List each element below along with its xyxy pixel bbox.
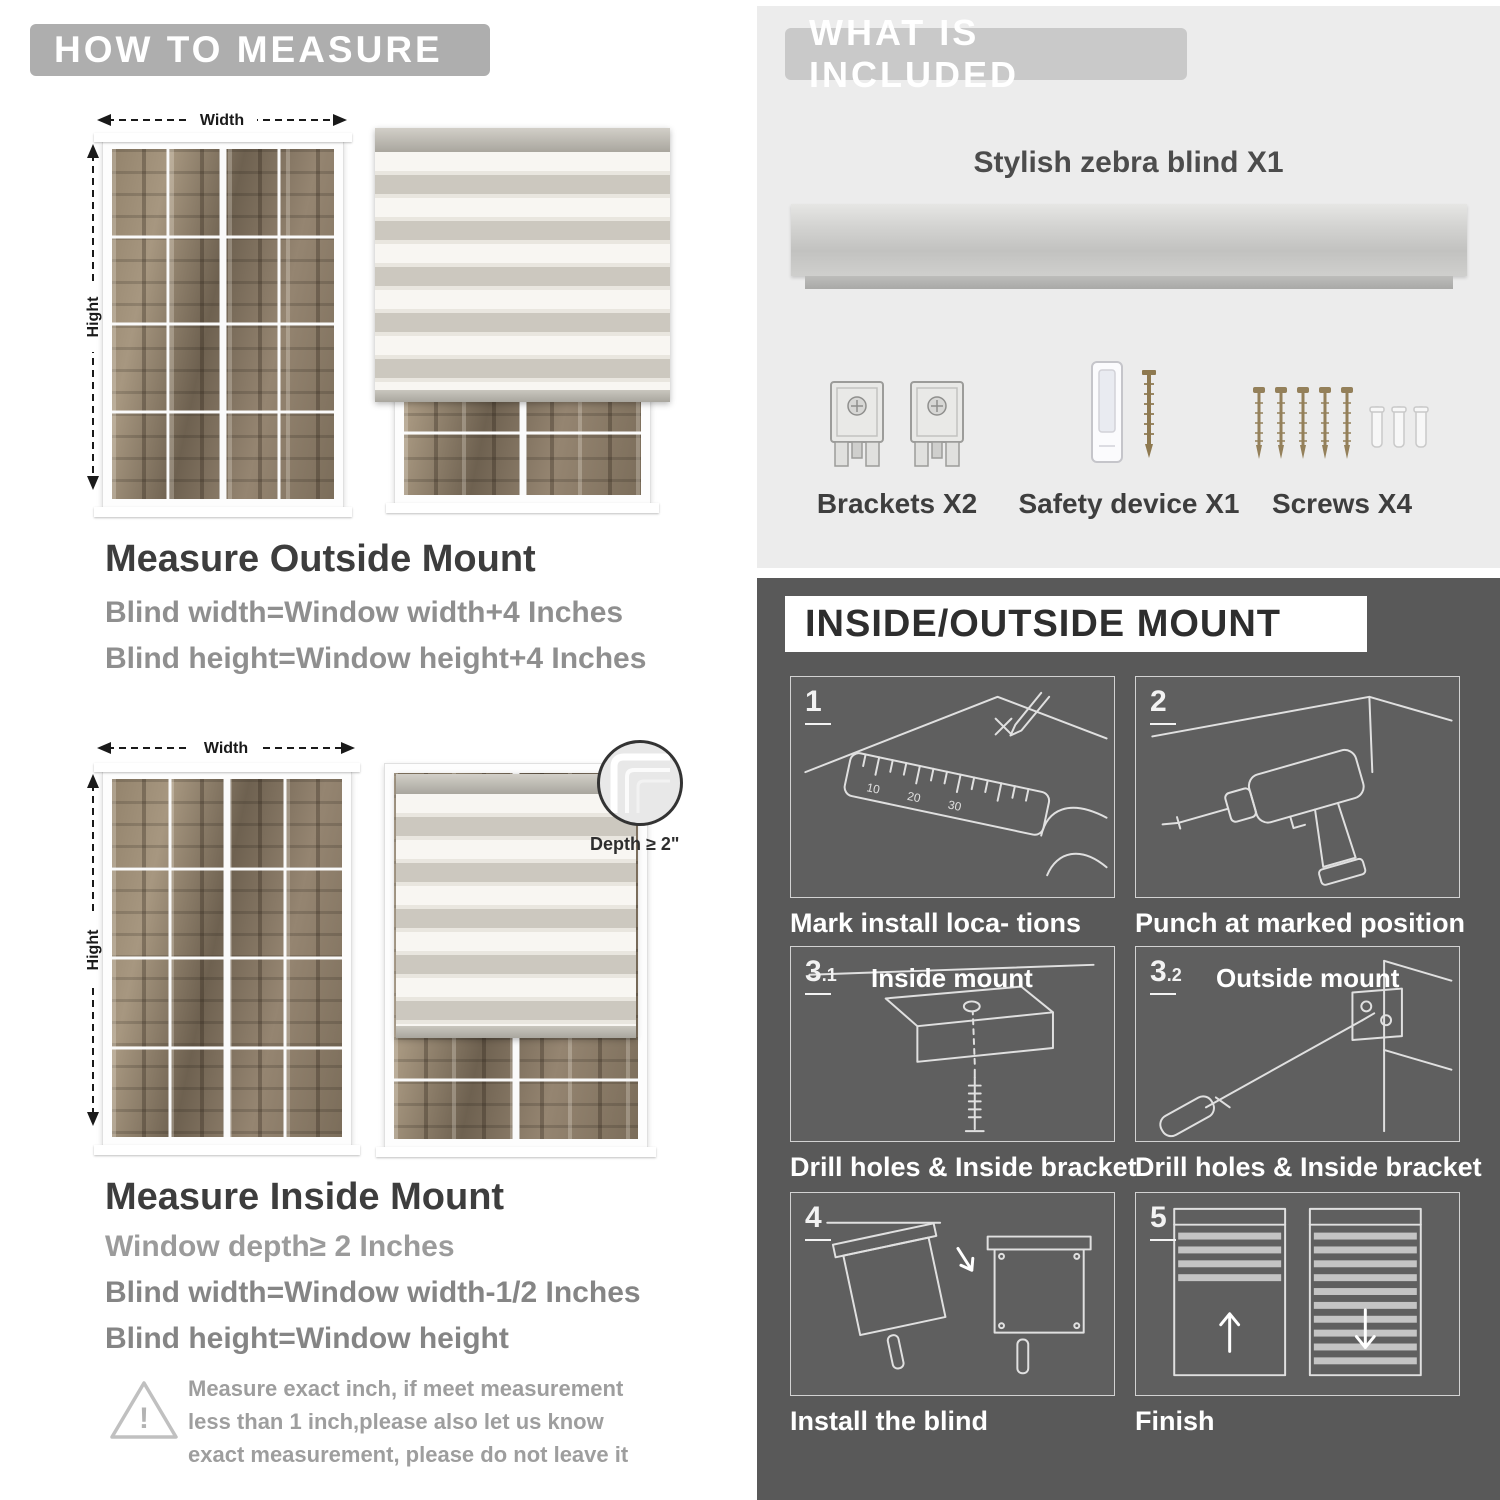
outside-mount-line: Blind height=Window height+4 Inches	[105, 642, 647, 675]
inside-mount-line: Window depth≥ 2 Inches	[105, 1230, 455, 1263]
outside-mount-line: Blind width=Window width+4 Inches	[105, 596, 624, 629]
blind-cassette	[396, 774, 636, 794]
svg-text:30: 30	[947, 798, 963, 815]
zebra-blind	[375, 128, 670, 402]
screws-item: Screws X4	[1237, 346, 1447, 520]
width-arrow-label: Width	[204, 740, 248, 757]
step-caption: Punch at marked position	[1135, 908, 1466, 938]
height-arrow: Hight	[82, 774, 104, 1126]
step-caption: Finish	[1135, 1406, 1215, 1436]
step-number: 5	[1150, 1201, 1167, 1234]
blind-fabric	[375, 152, 670, 390]
step-number: 3.1	[805, 955, 837, 988]
item-label: Safety device X1	[1018, 488, 1240, 519]
zebra-blind-illustration	[376, 764, 656, 1157]
warning-mark: !	[139, 1402, 149, 1435]
height-arrow: Hight	[82, 144, 104, 490]
width-arrow-label: Width	[200, 112, 244, 129]
step-cell-2: 2	[1135, 676, 1460, 898]
blind-bottom-rail	[375, 390, 670, 402]
headrail-illustration	[791, 204, 1467, 289]
blind-bottom-rail	[396, 1026, 636, 1038]
step-number: 3.2	[1150, 955, 1182, 988]
step-inline-label: Outside mount	[1216, 963, 1400, 993]
depth-label: Depth ≥ 2"	[590, 834, 680, 854]
inside-mount-figure: Width Hight	[82, 722, 705, 1162]
depth-detail-circle	[597, 740, 683, 826]
step-number: 4	[805, 1201, 822, 1234]
inside-mount-line: Blind height=Window height	[105, 1322, 509, 1355]
safety-device-item: Safety device X1	[1018, 346, 1240, 520]
zebra-blind-label: Stylish zebra blind X1	[973, 146, 1284, 179]
window-sill-bottom	[386, 503, 659, 513]
brackets-icon	[825, 346, 969, 474]
outside-bracket-illustration	[1136, 947, 1459, 1141]
how-to-measure-header: HOW TO MEASURE	[30, 24, 490, 76]
what-is-included-panel: WHAT IS INCLUDED Stylish zebra blind X1	[757, 6, 1500, 568]
height-arrow-label: Hight	[85, 929, 102, 971]
mount-instructions-panel: INSIDE/OUTSIDE MOUNT 1 10 20 30	[757, 578, 1500, 1500]
what-is-included-header: WHAT IS INCLUDED	[785, 12, 1187, 95]
width-arrow: Width	[97, 737, 355, 759]
outside-mount-figure: Width Hight	[82, 100, 705, 530]
brackets-item: Brackets X2	[797, 346, 997, 520]
window-sill-bottom	[94, 1145, 360, 1155]
step-cell-4: 4	[790, 1192, 1115, 1396]
outside-mount-title: Measure Outside Mount	[105, 538, 536, 580]
step-caption: Install the blind	[790, 1406, 989, 1436]
svg-text:10: 10	[865, 780, 881, 797]
step-caption: Drill holes & Inside bracket	[790, 1152, 1137, 1182]
step-number: 1	[805, 685, 822, 718]
svg-text:20: 20	[906, 789, 922, 806]
step-number: 2	[1150, 685, 1167, 718]
zebra-blind	[396, 774, 636, 1038]
mark-locations-illustration: 10 20 30	[791, 677, 1114, 897]
height-arrow-label: Hight	[85, 296, 102, 338]
finish-illustration	[1136, 1193, 1459, 1395]
window-illustration	[94, 763, 360, 1155]
width-arrow: Width	[97, 109, 347, 131]
step-caption: Mark install loca- tions	[790, 908, 1082, 938]
item-label: Screws X4	[1271, 488, 1413, 519]
step-cell-3-1: 3.1 Inside mount	[790, 946, 1115, 1142]
inside-outside-mount-header: INSIDE/OUTSIDE MOUNT	[785, 596, 1367, 652]
screws-icon	[1247, 346, 1437, 474]
window-sill-top	[94, 763, 360, 772]
window-illustration	[94, 133, 352, 517]
window-sill-bottom	[94, 507, 352, 517]
inside-bracket-illustration	[791, 947, 1114, 1141]
drill-illustration	[1136, 677, 1459, 897]
warning-note: Measure exact inch, if meet measurement …	[188, 1376, 629, 1467]
blind-cassette	[375, 128, 670, 152]
install-blind-illustration	[791, 1193, 1114, 1395]
step-cell-3-2: 3.2 Outside mount	[1135, 946, 1460, 1142]
step-inline-label: Inside mount	[871, 963, 1033, 993]
safety-device-icon	[1074, 346, 1184, 474]
step-cell-5: 5	[1135, 1192, 1460, 1396]
step-cell-1: 1 10 20 30	[790, 676, 1115, 898]
warning-icon: !	[110, 1381, 178, 1439]
window-sill-top	[94, 133, 352, 142]
zebra-blind-illustration	[375, 128, 670, 513]
inside-mount-title: Measure Inside Mount	[105, 1176, 505, 1218]
item-label: Brackets X2	[816, 488, 978, 519]
window-sill-bottom	[376, 1147, 656, 1157]
blind-fabric	[396, 794, 636, 1026]
step-caption: Drill holes & Inside bracket	[1135, 1152, 1482, 1182]
inside-mount-line: Blind width=Window width-1/2 Inches	[105, 1276, 641, 1309]
